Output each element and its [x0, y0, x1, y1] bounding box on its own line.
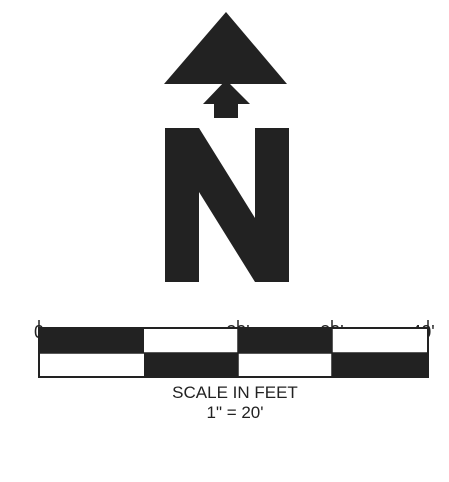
scale-segment-bottom-1: [39, 353, 144, 377]
scale-title: SCALE IN FEET: [172, 383, 298, 402]
scale-segment-bottom-3: [238, 353, 332, 377]
scale-bar: [38, 320, 429, 378]
scale-segment-bottom-4: [332, 353, 428, 377]
north-arrow-inner-chevron: [203, 80, 250, 118]
scale-segment-top-1: [39, 328, 144, 353]
scale-segment-top-4: [332, 328, 428, 353]
north-letter-glyph: [165, 128, 289, 282]
scale-ratio: 1" = 20': [206, 403, 263, 422]
north-letter: N: [165, 128, 289, 282]
scale-segment-top-3: [238, 328, 332, 353]
scale-segment-bottom-2: [144, 353, 238, 377]
north-arrow-icon: [164, 12, 287, 118]
scale-segment-top-2: [144, 328, 238, 353]
north-arrow-head: [164, 12, 287, 84]
